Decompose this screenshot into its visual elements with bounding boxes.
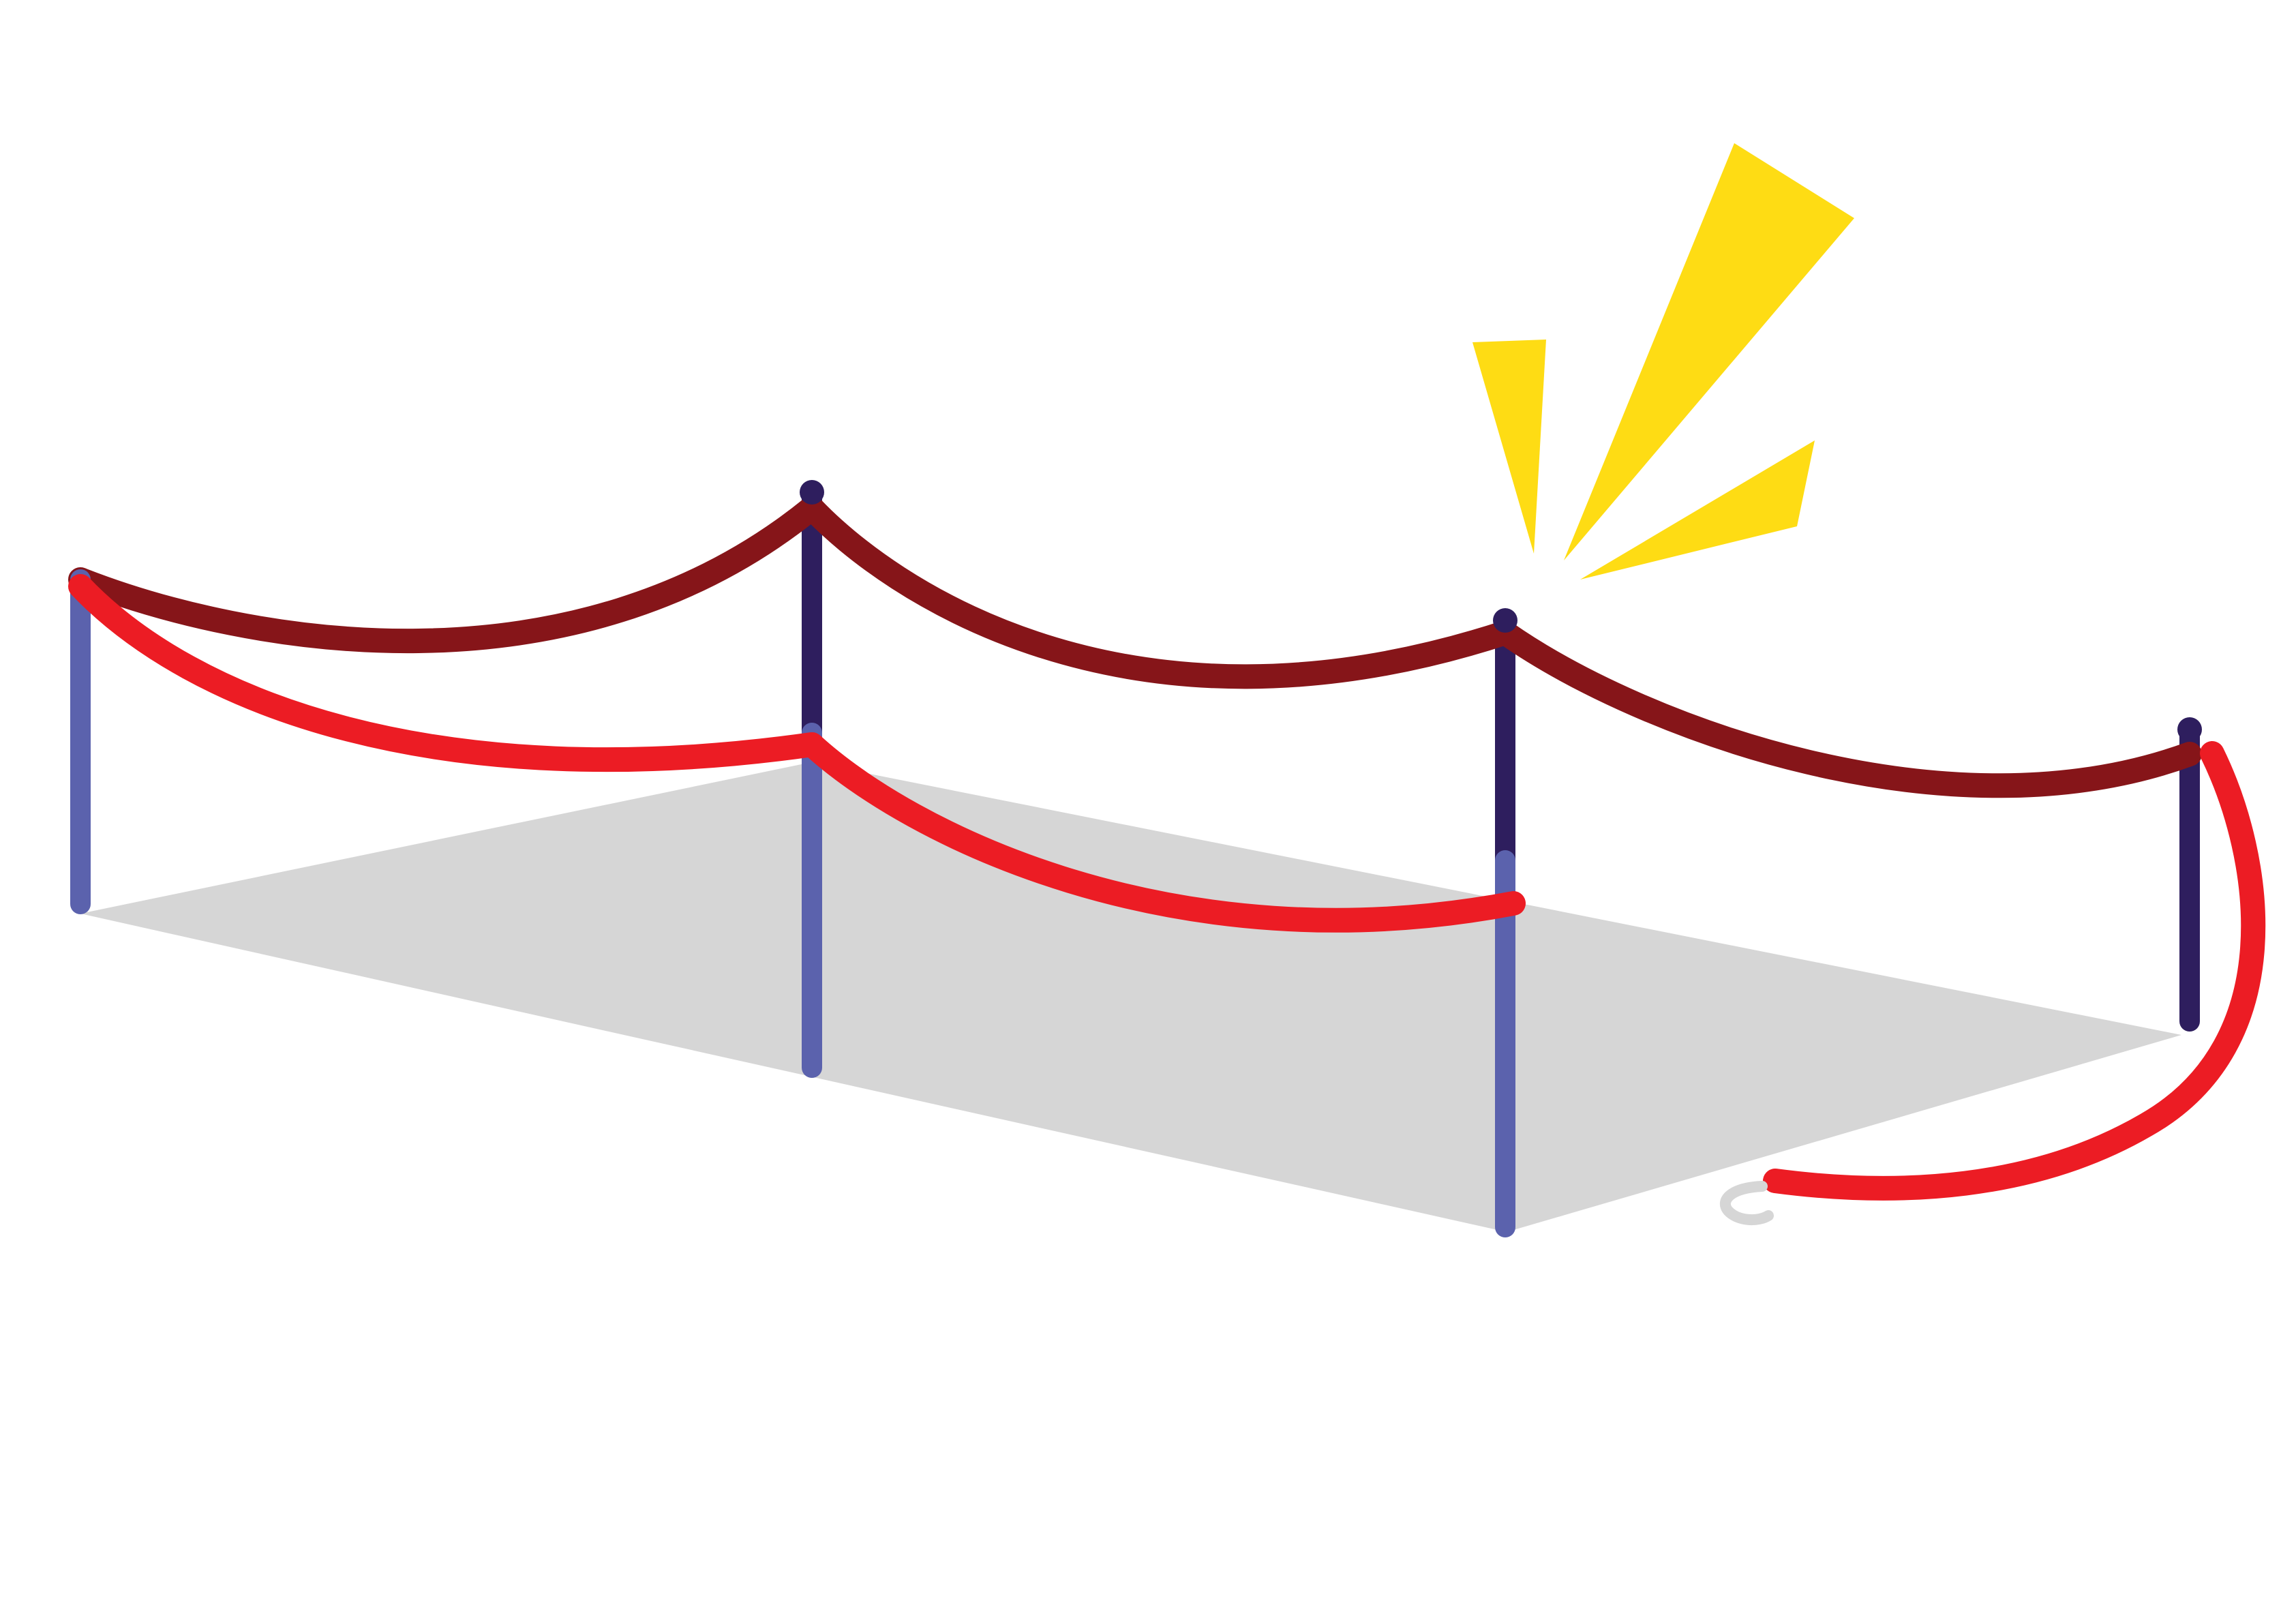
burst-top-ray [1564,143,1854,560]
back-rope [68,496,2202,798]
post-cap-group [800,480,2202,742]
hook-icon [1719,1181,1774,1226]
post-4-cap-icon [2177,717,2202,742]
front-post-group [70,569,1515,1237]
loose-rope [1763,741,2266,1201]
front-rope [68,574,1526,933]
floor-area [80,762,2181,1232]
burst-right-ray [1580,440,1815,580]
post-3-cap-icon [1493,608,1517,633]
back-post-group [802,482,2200,1032]
burst-left-ray [1472,340,1546,554]
alert-burst-icon [1472,143,1854,580]
post-2-cap-icon [800,480,824,505]
